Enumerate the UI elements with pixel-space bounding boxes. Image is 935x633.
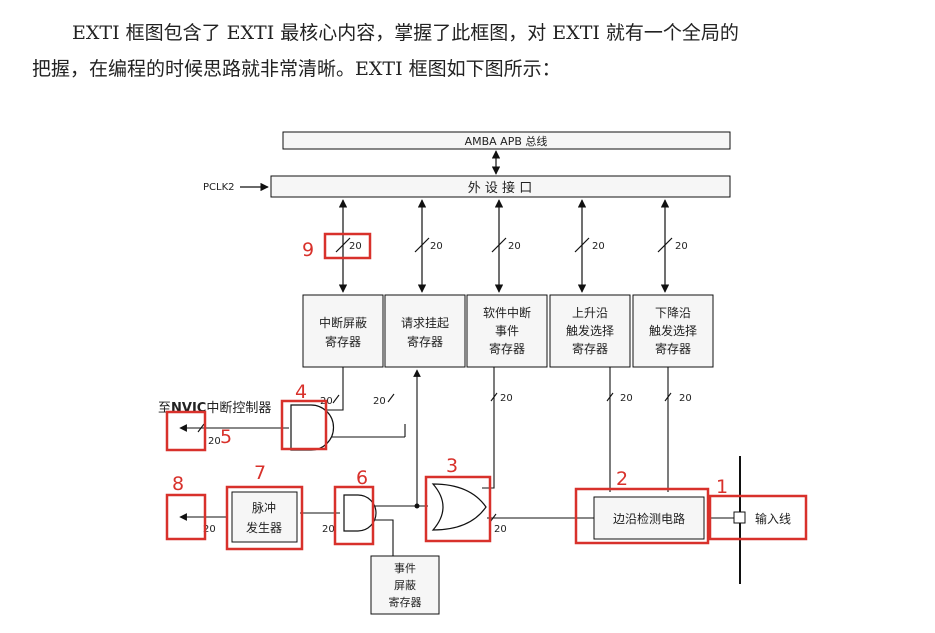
highlight-boxes (165, 232, 808, 551)
wire-width-label: 20 (679, 393, 692, 404)
register-label: 请求挂起 (401, 316, 449, 330)
paragraph-line-1: EXTI 框图包含了 EXTI 最核心内容，掌握了此框图，对 EXTI 就有一个… (72, 22, 739, 44)
event-mask-label: 寄存器 (389, 595, 422, 609)
marker-8: 8 (172, 473, 184, 495)
marker-4: 4 (295, 381, 307, 403)
wire-width-label: 20 (494, 524, 507, 535)
wire-width-label: 20 (203, 524, 216, 535)
marker-9: 9 (302, 239, 314, 261)
nvic-label: 至NVIC中断控制器 (158, 401, 271, 416)
edge-detect-label: 边沿检测电路 (613, 511, 685, 526)
bus-width-labels: 20 20 20 20 20 (349, 241, 688, 252)
pulse-generator-label: 发生器 (246, 520, 282, 535)
marker-6: 6 (356, 467, 368, 489)
wire-width-label: 20 (373, 396, 386, 407)
register-label: 寄存器 (572, 341, 608, 356)
pclk2-label: PCLK2 (203, 182, 235, 193)
number-markers: 1 2 3 4 5 6 7 8 9 (172, 239, 728, 498)
marker-7: 7 (254, 462, 266, 484)
registers: 中断屏蔽 寄存器 请求挂起 寄存器 软件中断 事件 寄存器 上升沿 触发选择 寄… (302, 294, 714, 368)
amba-apb-bus-label: AMBA APB 总线 (465, 134, 548, 148)
peripheral-interface-label: 外 设 接 口 (468, 180, 532, 196)
register-label: 触发选择 (649, 323, 697, 338)
pulse-generator (231, 491, 298, 543)
register-label: 寄存器 (655, 341, 691, 356)
event-mask-register (370, 555, 440, 615)
pending-request-register (384, 294, 466, 368)
event-mask-label: 事件 (394, 562, 416, 575)
bus-width-label: 20 (430, 241, 443, 252)
bus-width-label: 20 (349, 241, 362, 252)
register-buses (335, 199, 673, 293)
marker-5: 5 (220, 426, 232, 448)
register-label: 寄存器 (489, 341, 525, 356)
rising-trigger-selection-register (549, 294, 631, 368)
register-label: 上升沿 (572, 306, 608, 320)
wire-width-label: 20 (620, 393, 633, 404)
register-label: 触发选择 (566, 323, 614, 338)
register-label: 寄存器 (407, 334, 443, 349)
wire-width-label: 20 (322, 524, 335, 535)
register-label: 事件 (495, 324, 519, 338)
wire-width-label: 20 (208, 436, 221, 447)
event-mask-label: 屏蔽 (394, 579, 416, 592)
junction-dot (414, 503, 420, 509)
register-label: 软件中断 (483, 305, 531, 320)
pulse-generator-label: 脉冲 (252, 500, 276, 515)
event-and-gate (343, 494, 377, 532)
marker-1: 1 (716, 476, 728, 498)
marker-2: 2 (616, 468, 628, 490)
paragraph-line-2: 把握，在编程的时候思路就非常清晰。EXTI 框图如下图所示： (32, 58, 561, 80)
bus-width-label: 20 (675, 241, 688, 252)
bus-width-label: 20 (592, 241, 605, 252)
or-gate (431, 483, 487, 531)
marker-3: 3 (446, 455, 458, 477)
bus-width-label: 20 (508, 241, 521, 252)
falling-trigger-selection-register (632, 294, 714, 368)
input-pin (733, 511, 746, 524)
register-label: 寄存器 (325, 334, 361, 349)
software-interrupt-event-register (466, 294, 548, 368)
register-label: 下降沿 (655, 306, 691, 320)
amba-apb-bus (282, 131, 731, 150)
peripheral-interface (270, 175, 731, 198)
wire-width-label: 20 (500, 393, 513, 404)
edge-detect-circuit (593, 496, 705, 540)
interrupt-mask-register (302, 294, 384, 368)
register-label: 中断屏蔽 (319, 315, 367, 330)
input-line-label: 输入线 (755, 511, 791, 526)
